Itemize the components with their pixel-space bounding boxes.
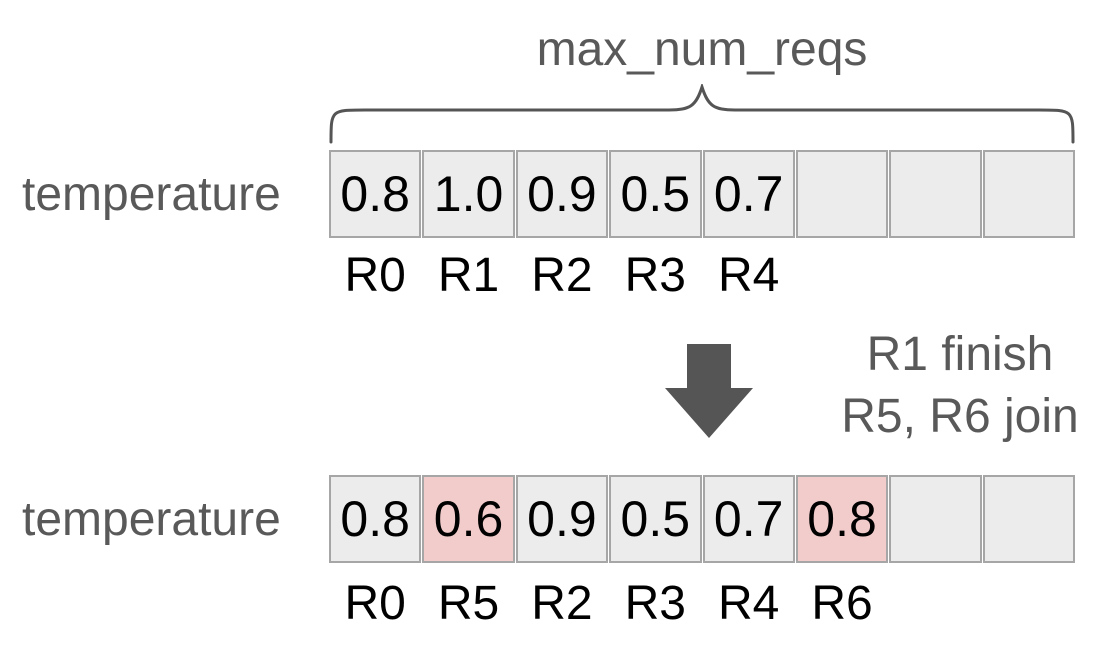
request-label: R4 [718,249,780,302]
request-label [983,578,1075,630]
request-label: R0 [344,577,406,630]
array-cell: 0.9 [515,475,609,563]
array-cell: 0.6 [422,475,515,563]
array-cell: 0.5 [609,475,702,563]
request-label [889,250,981,302]
temperature-label: temperature [22,167,281,221]
request-labels-after: R0 R5 R2 R3 R4 R6 [329,578,1075,630]
array-cell: 0.7 [702,150,795,238]
array-cell: 0.9 [515,150,609,238]
array-cell: 0.5 [609,150,702,238]
request-label: R2 [531,577,593,630]
request-label: R2 [531,249,593,302]
transition-note: R1 finish R5, R6 join [818,324,1102,448]
array-cell: 1.0 [422,150,515,238]
request-labels-before: R0 R1 R2 R3 R4 [329,250,1075,302]
array-cell [889,475,982,563]
curly-brace [329,84,1075,144]
request-label: R1 [437,249,500,302]
request-label: R3 [624,577,686,630]
request-label: R6 [811,577,873,630]
array-cell [982,150,1075,238]
transition-line: R5, R6 join [841,390,1079,443]
request-label [796,250,888,302]
temperature-array-before: 0.8 1.0 0.9 0.5 0.7 [329,150,1075,238]
request-label [983,250,1075,302]
temperature-array-after: 0.8 0.6 0.9 0.5 0.7 0.8 [329,475,1075,563]
transition-line: R1 finish [866,328,1054,381]
array-cell [889,150,982,238]
request-label: R4 [718,577,780,630]
array-cell: 0.8 [329,475,422,563]
max-num-reqs-label: max_num_reqs [536,23,868,76]
request-label [889,578,981,630]
array-cell: 0.8 [329,150,422,238]
request-label: R5 [437,577,500,630]
down-arrow-icon [665,344,753,438]
array-cell: 0.8 [795,475,889,563]
temperature-label: temperature [22,492,281,546]
array-cell: 0.7 [702,475,795,563]
request-label: R0 [344,249,406,302]
array-cell [795,150,889,238]
request-label: R3 [624,249,686,302]
array-cell [982,475,1075,563]
